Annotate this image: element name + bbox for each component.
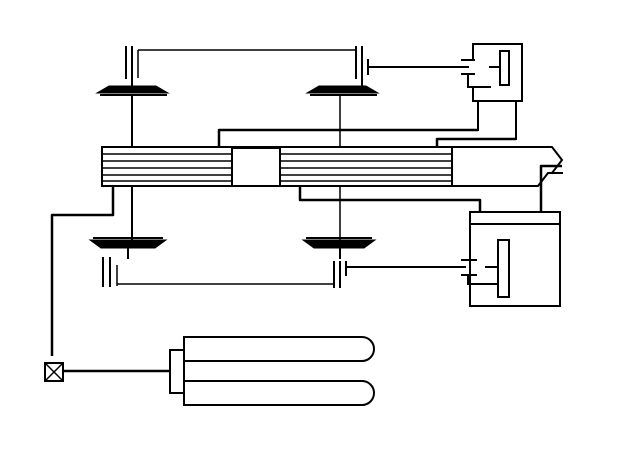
lower-right-pole — [301, 237, 466, 288]
upper-capacitor-box — [461, 43, 523, 140]
lower-left-pole — [88, 237, 334, 287]
upper-left-pole — [95, 46, 356, 241]
upper-right-pole — [305, 46, 469, 240]
center-coupler-block — [231, 147, 281, 187]
junction-box — [44, 362, 64, 382]
twin-tube-assembly — [169, 336, 375, 406]
lower-capacitor-box — [461, 211, 561, 307]
interconnect-wires — [50, 128, 562, 373]
